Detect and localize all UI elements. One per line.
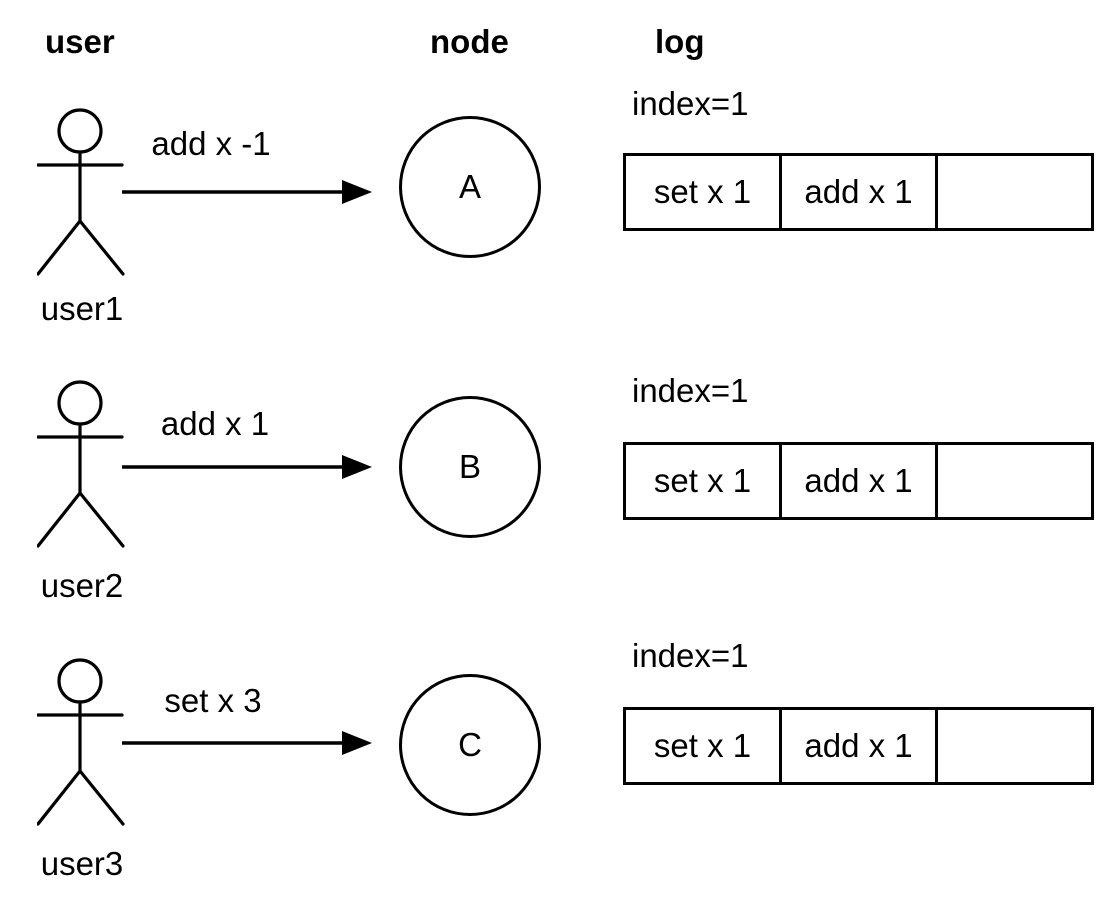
- log-entry-cell: set x 1: [653, 462, 752, 499]
- node-circle: B: [399, 396, 541, 538]
- column-header-user: user: [45, 23, 115, 60]
- message-label: add x -1: [151, 125, 271, 162]
- message-arrow-icon: [122, 731, 372, 755]
- user-actor-icon: [37, 108, 125, 276]
- log-entry-cell: add x 1: [779, 445, 935, 517]
- log-table: set x 1 add x 1: [623, 442, 1094, 520]
- log-entry-cell: [935, 710, 1091, 782]
- user-name-label: user1: [40, 290, 124, 327]
- user-actor-icon: [37, 380, 125, 548]
- node-circle: A: [399, 116, 541, 258]
- user-actor-icon: [37, 658, 125, 826]
- log-entry-cell: [935, 445, 1091, 517]
- message-label: set x 3: [164, 682, 262, 719]
- message-arrow-icon: [122, 455, 372, 479]
- log-table: set x 1 add x 1: [623, 707, 1094, 785]
- log-index-label: index=1: [632, 637, 749, 674]
- log-entry-cell: add x 1: [779, 710, 935, 782]
- log-index-label: index=1: [632, 372, 749, 409]
- log-entry-cell: set x 1: [653, 173, 752, 210]
- node-circle: C: [399, 674, 541, 816]
- user-name-label: user3: [40, 845, 124, 882]
- column-header-log: log: [655, 23, 705, 60]
- node-label: B: [458, 448, 481, 485]
- node-label: A: [458, 168, 481, 205]
- column-header-node: node: [430, 23, 509, 60]
- message-arrow-icon: [122, 180, 372, 204]
- log-entry-cell: [935, 156, 1091, 228]
- log-table: set x 1 add x 1: [623, 153, 1094, 231]
- user-name-label: user2: [40, 567, 124, 604]
- message-label: add x 1: [160, 405, 270, 442]
- log-entry-cell: add x 1: [779, 156, 935, 228]
- node-label: C: [458, 726, 482, 763]
- log-index-label: index=1: [632, 85, 749, 122]
- log-entry-cell: set x 1: [653, 727, 752, 764]
